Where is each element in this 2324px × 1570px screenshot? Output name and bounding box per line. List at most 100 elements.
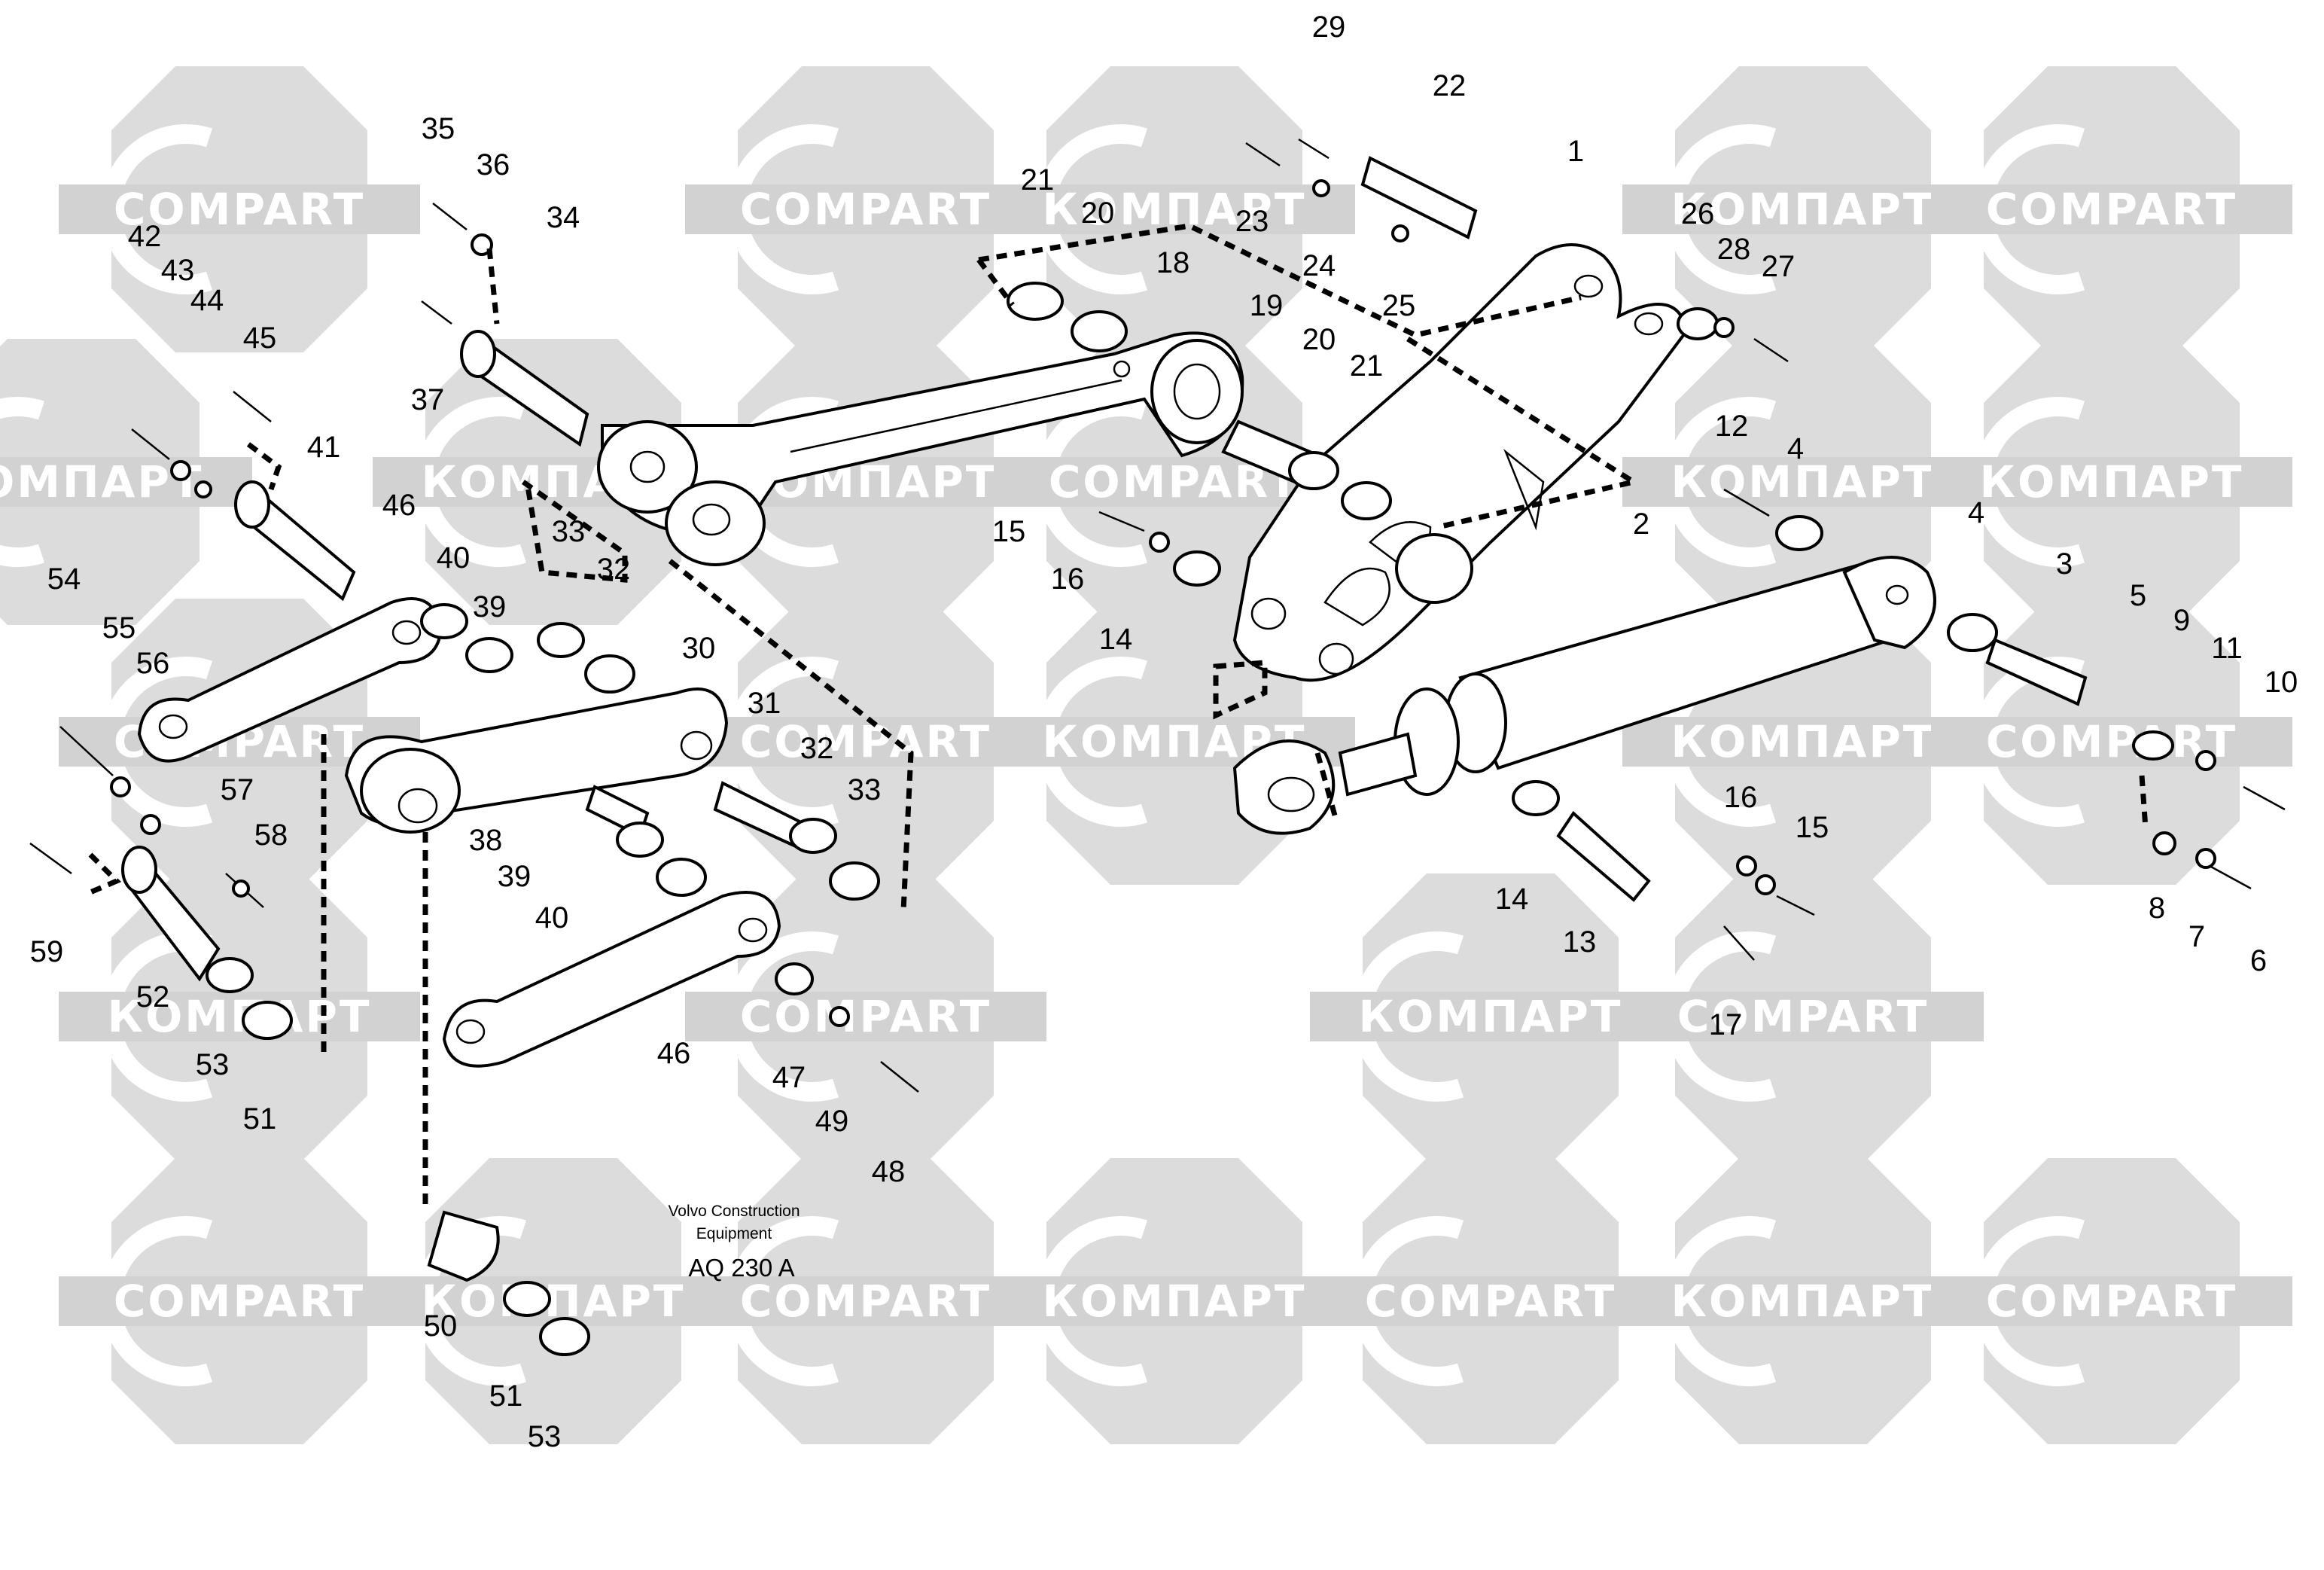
watermark: COMPART <box>685 599 1046 885</box>
callout-number: 32 <box>800 732 834 765</box>
callout-number: 37 <box>411 383 445 416</box>
watermark: COMPART <box>1310 1158 1671 1444</box>
boom-arm <box>597 331 1244 566</box>
callout-number: 35 <box>422 112 455 145</box>
callout-number: 31 <box>748 687 781 720</box>
callout-number: 18 <box>1156 246 1190 279</box>
callout-labels: 1234456789101112131414151516161718192020… <box>30 11 2298 1453</box>
watermark: COMPART <box>1622 873 1984 1160</box>
callout-number: 2 <box>1633 508 1649 541</box>
watermark: КОМПАРТ <box>1622 1158 1984 1444</box>
watermark: COMPART <box>685 66 1046 352</box>
callout-number: 4 <box>1968 496 1984 529</box>
assembly-dashes <box>88 223 2149 1205</box>
linkage-parts <box>29 138 2286 1356</box>
callout-number: 42 <box>128 220 162 253</box>
callout-number: 16 <box>1051 562 1085 596</box>
bolts <box>29 138 2286 1093</box>
callout-number: 8 <box>2149 892 2165 925</box>
callout-number: 59 <box>30 935 64 968</box>
lower-link <box>344 687 729 834</box>
watermark-text: КОМПАРТ <box>1980 456 2244 508</box>
callout-number: 54 <box>47 562 81 596</box>
callout-number: 27 <box>1762 250 1796 283</box>
callout-number: 21 <box>1021 163 1055 197</box>
watermark: КОМПАРТ <box>994 66 1355 352</box>
callout-number: 43 <box>161 254 195 287</box>
callout-number: 36 <box>477 148 510 181</box>
callout-number: 58 <box>254 819 288 852</box>
watermark: КОМПАРТ <box>1310 873 1671 1160</box>
watermark-text: COMPART <box>1986 1276 2237 1327</box>
watermark-text: КОМПАРТ <box>0 456 203 508</box>
callout-number: 50 <box>424 1309 458 1343</box>
callout-number: 3 <box>2056 547 2073 581</box>
bushings <box>206 282 2174 1356</box>
callout-number: 53 <box>528 1420 562 1453</box>
watermark: КОМПАРТ <box>373 1158 734 1444</box>
callout-number: 22 <box>1433 69 1467 102</box>
callout-number: 41 <box>307 431 341 464</box>
callout-number: 40 <box>437 541 471 575</box>
callout-number: 1 <box>1567 135 1584 168</box>
watermark-text: COMPART <box>740 184 991 235</box>
watermark-text: COMPART <box>114 184 365 235</box>
callout-number: 39 <box>473 590 507 623</box>
watermark-text: COMPART <box>740 991 991 1042</box>
callout-number: 21 <box>1350 349 1384 383</box>
callout-number: 26 <box>1681 197 1715 230</box>
callout-number: 34 <box>547 201 580 234</box>
credit-line-1: Volvo Construction <box>668 1203 800 1220</box>
watermark: COMPART <box>59 66 420 352</box>
watermark: COMPART <box>685 873 1046 1160</box>
connecting-arm-lower <box>442 891 781 1068</box>
callout-number: 51 <box>243 1102 277 1136</box>
pins <box>121 156 2088 1282</box>
callout-number: 15 <box>992 515 1026 548</box>
callout-number: 14 <box>1099 623 1133 656</box>
credit-line-2: Equipment <box>696 1225 772 1242</box>
callout-number: 49 <box>815 1105 849 1138</box>
drawing-code: AQ 230 A <box>688 1254 794 1282</box>
watermark: КОМПАРТ <box>59 873 420 1160</box>
watermark: COMPART <box>685 1158 1046 1444</box>
callout-number: 40 <box>535 901 569 934</box>
watermark-text: COMPART <box>114 1276 365 1327</box>
watermark-text: КОМПАРТ <box>1043 1276 1307 1327</box>
watermark: COMPART <box>1931 66 2292 352</box>
watermark: КОМПАРТ <box>0 339 252 625</box>
frame-bracket <box>1232 243 1689 682</box>
callout-number: 6 <box>2250 944 2267 977</box>
callout-number: 15 <box>1796 811 1829 844</box>
callout-number: 32 <box>597 553 631 586</box>
callout-number: 53 <box>196 1048 230 1081</box>
callout-number: 45 <box>243 322 277 355</box>
watermark-text: КОМПАРТ <box>422 1276 686 1327</box>
callout-number: 29 <box>1312 11 1346 44</box>
watermark-text: КОМПАРТ <box>1671 456 1936 508</box>
watermark-text: COMPART <box>1986 716 2237 767</box>
callout-number: 30 <box>682 632 716 665</box>
watermark-text: КОМПАРТ <box>1359 991 1623 1042</box>
watermark-text: COMPART <box>1365 1276 1616 1327</box>
callout-number: 10 <box>2265 666 2298 699</box>
callout-number: 51 <box>489 1379 523 1413</box>
watermark: КОМПАРТ <box>1622 66 1984 352</box>
callout-number: 48 <box>872 1155 906 1188</box>
callout-number: 46 <box>657 1037 691 1070</box>
callout-number: 11 <box>2211 632 2243 665</box>
callout-number: 56 <box>136 647 170 680</box>
watermark-text: COMPART <box>1677 991 1929 1042</box>
watermark: КОМПАРТ <box>994 1158 1355 1444</box>
callout-number: 25 <box>1382 289 1416 322</box>
watermark: КОМПАРТ <box>1931 339 2292 625</box>
callout-number: 12 <box>1715 410 1749 443</box>
watermark: COMPART <box>1931 1158 2292 1444</box>
hydraulic-cylinder <box>1232 556 1936 835</box>
callout-number: 14 <box>1495 883 1529 916</box>
watermark: КОМПАРТ <box>1622 599 1984 885</box>
watermark-text: КОМПАРТ <box>1671 184 1936 235</box>
watermark-text: COMPART <box>1986 184 2237 235</box>
